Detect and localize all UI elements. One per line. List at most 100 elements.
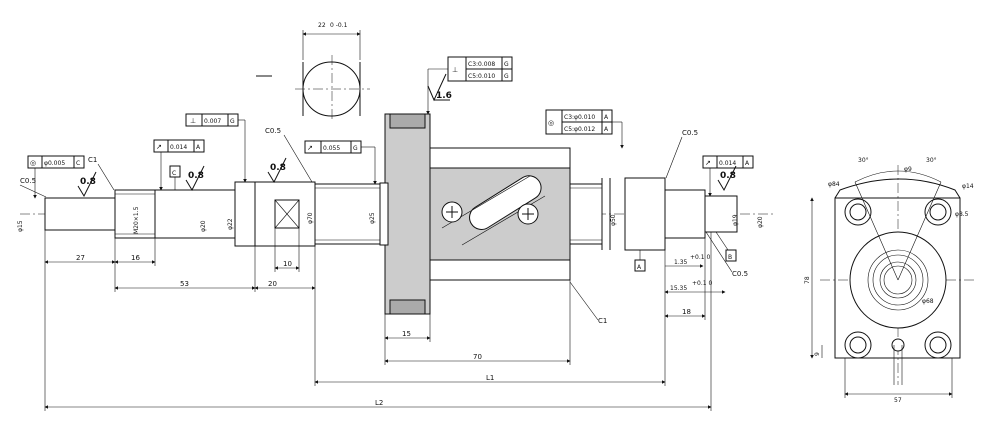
gdt-conc-mid: ◎ C3:φ0.010 C5:φ0.012 A A <box>545 109 624 149</box>
svg-text:φ20: φ20 <box>757 216 764 228</box>
svg-text:⊥: ⊥ <box>452 66 458 74</box>
svg-text:φ14: φ14 <box>962 183 974 190</box>
roughness-1-6: 1.6 <box>427 73 452 102</box>
svg-text:φ19: φ19 <box>732 214 739 226</box>
svg-text:30°: 30° <box>858 157 869 164</box>
svg-text:G: G <box>230 118 235 125</box>
datum-c: C <box>169 165 181 190</box>
svg-text:C0.5: C0.5 <box>265 127 281 135</box>
svg-text:C5:φ0.012: C5:φ0.012 <box>564 126 595 133</box>
svg-text:C3:φ0.010: C3:φ0.010 <box>564 114 595 121</box>
roughness-0-8-c: 0.8 <box>267 157 287 184</box>
svg-text:A: A <box>196 144 201 151</box>
svg-text:G: G <box>504 73 509 80</box>
svg-text:φ9: φ9 <box>904 166 912 173</box>
svg-text:L1: L1 <box>486 374 494 382</box>
gdt-perp-007: ⊥ 0.007 G <box>185 113 247 183</box>
svg-text:0.055: 0.055 <box>323 145 340 152</box>
svg-text:C1: C1 <box>88 156 97 164</box>
svg-text:◎: ◎ <box>30 159 36 167</box>
svg-text:27: 27 <box>76 254 85 262</box>
bolt-hole-bl <box>844 331 872 359</box>
svg-text:φ15: φ15 <box>17 220 24 232</box>
svg-text:φ25: φ25 <box>369 212 376 224</box>
svg-text:↗: ↗ <box>705 159 711 167</box>
svg-text:20: 20 <box>268 280 277 288</box>
roughness-0-8-d: 0.8 <box>717 165 737 192</box>
gdt-perp-top: ⊥ C3:0.008 C5:0.010 G G <box>426 56 513 115</box>
svg-text:A: A <box>637 264 642 271</box>
svg-text:φ20: φ20 <box>200 220 207 232</box>
flange-end-view: 30° 30° φ84 φ9 φ14 φ8.5 φ68 78 9 57 <box>804 157 975 404</box>
gdt-runout-055: ↗ 0.055 G <box>304 140 377 185</box>
shaft-right-section <box>569 177 738 251</box>
svg-text:15.35: 15.35 <box>670 285 687 292</box>
svg-text:A: A <box>604 114 609 121</box>
gdt-runout-left: ↗ 0.014 A <box>153 139 205 191</box>
gdt-runout-right: ↗ 0.014 A <box>702 155 754 197</box>
bolt-hole-tl <box>844 198 872 226</box>
svg-text:0.014: 0.014 <box>719 160 736 167</box>
svg-text:+0.1 0: +0.1 0 <box>690 254 710 261</box>
svg-text:φ22: φ22 <box>227 218 234 230</box>
datum-b: B <box>715 231 737 262</box>
svg-text:1.6: 1.6 <box>436 91 452 101</box>
roughness-0-8-a: 0.8 <box>77 171 97 198</box>
svg-text:A: A <box>604 126 609 133</box>
dim-22-tol: 0 -0.1 <box>330 22 348 29</box>
roughness-0-8-b: 0.8 <box>185 165 205 192</box>
svg-text:0.8: 0.8 <box>270 163 286 173</box>
svg-text:53: 53 <box>180 280 189 288</box>
svg-text:B: B <box>728 254 732 261</box>
svg-text:0.014: 0.014 <box>170 144 187 151</box>
svg-text:φ84: φ84 <box>828 181 840 188</box>
nut-body <box>429 147 571 281</box>
svg-text:70: 70 <box>473 353 482 361</box>
lube-hole <box>891 338 905 352</box>
svg-text:0.8: 0.8 <box>80 177 96 187</box>
svg-text:C0.5: C0.5 <box>732 270 748 278</box>
svg-text:↗: ↗ <box>307 144 313 152</box>
ball-screw-shaft <box>44 181 386 247</box>
svg-text:φ50: φ50 <box>610 214 617 226</box>
svg-text:0.8: 0.8 <box>188 171 204 181</box>
svg-text:↗: ↗ <box>156 143 162 151</box>
svg-text:G: G <box>504 61 509 68</box>
svg-text:15: 15 <box>402 330 411 338</box>
svg-text:C5:0.010: C5:0.010 <box>468 73 495 80</box>
svg-text:⊥: ⊥ <box>190 117 196 125</box>
svg-text:C0.5: C0.5 <box>682 129 698 137</box>
svg-text:L2: L2 <box>375 399 383 407</box>
svg-text:φ68: φ68 <box>922 298 934 305</box>
dim-22: 22 <box>318 22 326 29</box>
svg-text:φ70: φ70 <box>307 212 314 224</box>
gdt-conc-left: ◎ φ0.005 C <box>27 155 85 199</box>
svg-text:9: 9 <box>814 352 821 356</box>
journal-end-view: 22 0 -0.1 <box>256 22 370 122</box>
diameter-labels: φ15 M20×1.5 φ20 φ22 φ70 φ25 φ50 φ19 φ20 <box>17 206 764 234</box>
svg-text:16: 16 <box>131 254 140 262</box>
svg-text:C0.5: C0.5 <box>20 177 36 185</box>
dimensions: 27 16 53 20 10 15 70 L1 <box>44 228 726 411</box>
svg-text:φ0.005: φ0.005 <box>44 160 65 167</box>
svg-text:φ8.5: φ8.5 <box>955 211 969 218</box>
svg-text:◎: ◎ <box>548 119 554 127</box>
svg-text:+0.1 0: +0.1 0 <box>692 280 712 287</box>
svg-text:1.35: 1.35 <box>674 259 688 266</box>
svg-text:18: 18 <box>682 308 691 316</box>
chamfer-labels: C0.5 C1 C0.5 C0.5 C0.5 C1 <box>19 127 748 325</box>
svg-text:M20×1.5: M20×1.5 <box>133 206 140 234</box>
svg-text:G: G <box>353 145 358 152</box>
svg-text:A: A <box>745 160 750 167</box>
svg-text:0.8: 0.8 <box>720 171 736 181</box>
bolt-hole-tr <box>924 198 952 226</box>
nut-flange <box>379 113 431 315</box>
svg-text:C3:0.008: C3:0.008 <box>468 61 495 68</box>
datum-a: A <box>634 250 646 272</box>
svg-text:C: C <box>76 160 80 167</box>
svg-text:57: 57 <box>894 397 902 404</box>
bolt-hole-br <box>924 331 952 359</box>
svg-text:30°: 30° <box>926 157 937 164</box>
